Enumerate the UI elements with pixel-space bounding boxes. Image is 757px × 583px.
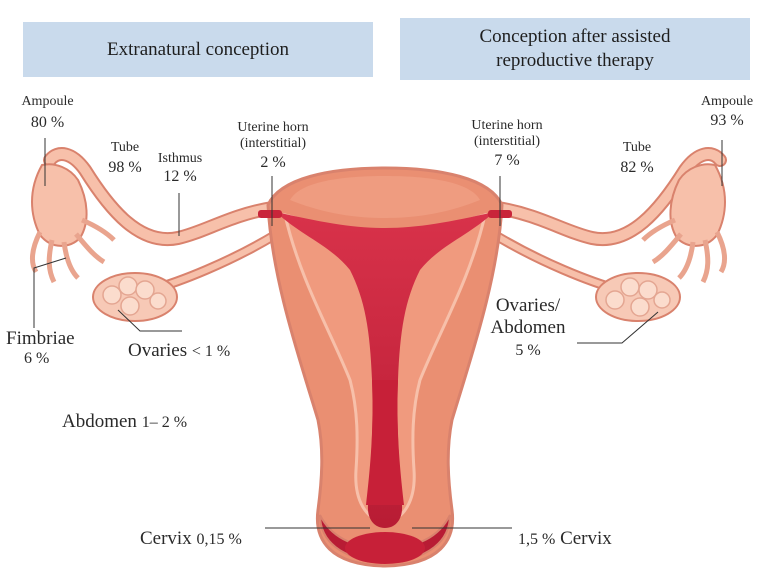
right-tube-label: Tube 82 % xyxy=(612,140,662,177)
left-abdomen-label: Abdomen 1– 2 % xyxy=(62,411,187,433)
right-ampoule-label: Ampoule 93 % xyxy=(697,94,757,130)
left-ampoule-value: 80 % xyxy=(20,114,75,132)
right-fimbriae xyxy=(643,164,725,282)
right-uterine-horn-name-2: (interstitial) xyxy=(462,134,552,150)
left-isthmus-value: 12 % xyxy=(155,168,205,186)
right-ampoule-name: Ampoule xyxy=(697,94,757,110)
left-tube-name: Tube xyxy=(100,140,150,156)
left-uterine-horn-value: 2 % xyxy=(228,154,318,172)
right-cervix-value: 1,5 % xyxy=(518,531,555,548)
left-fimbriae-label: Fimbriae 6 % xyxy=(6,328,66,368)
right-uterine-horn-name-1: Uterine horn xyxy=(462,118,552,134)
right-tube-name: Tube xyxy=(612,140,662,156)
left-uterine-horn-name-1: Uterine horn xyxy=(228,120,318,136)
left-tube-value: 98 % xyxy=(100,159,150,177)
right-ovary xyxy=(596,273,680,321)
left-uterine-horn-label: Uterine horn (interstitial) 2 % xyxy=(228,120,318,173)
left-fimbriae-name: Fimbriae xyxy=(6,328,66,350)
left-fimbriae-value: 6 % xyxy=(6,350,66,368)
left-tube-label: Tube 98 % xyxy=(100,140,150,177)
left-abdomen-value: 1– 2 % xyxy=(142,414,187,431)
left-ovary xyxy=(93,273,177,321)
left-abdomen-name: Abdomen xyxy=(62,411,137,432)
left-ovaries-label: Ovaries < 1 % xyxy=(128,340,230,362)
left-ampoule-name: Ampoule xyxy=(20,94,75,110)
left-ampoule-label: Ampoule 80 % xyxy=(20,94,75,132)
left-uterine-horn-name-2: (interstitial) xyxy=(228,136,318,152)
right-uterine-horn-label: Uterine horn (interstitial) 7 % xyxy=(462,118,552,171)
right-ovaries-abdomen-label: Ovaries/ Abdomen 5 % xyxy=(478,295,578,360)
right-ovaries-abdomen-name-2: Abdomen xyxy=(478,317,578,339)
left-isthmus-name: Isthmus xyxy=(155,151,205,167)
right-tube-value: 82 % xyxy=(612,159,662,177)
left-isthmus-label: Isthmus 12 % xyxy=(155,151,205,186)
right-ovaries-abdomen-value: 5 % xyxy=(478,342,578,360)
right-ovaries-abdomen-name-1: Ovaries/ xyxy=(478,295,578,317)
left-cervix-value: 0,15 % xyxy=(196,531,241,548)
left-cervix-name: Cervix xyxy=(140,528,192,549)
right-uterine-horn-value: 7 % xyxy=(462,152,552,170)
right-cervix-label: 1,5 % Cervix xyxy=(518,528,612,550)
left-ovaries-value: < 1 % xyxy=(192,343,230,360)
left-cervix-label: Cervix 0,15 % xyxy=(140,528,242,550)
right-ampoule-value: 93 % xyxy=(697,112,757,130)
left-ovaries-name: Ovaries xyxy=(128,340,187,361)
right-cervix-name: Cervix xyxy=(560,528,612,549)
